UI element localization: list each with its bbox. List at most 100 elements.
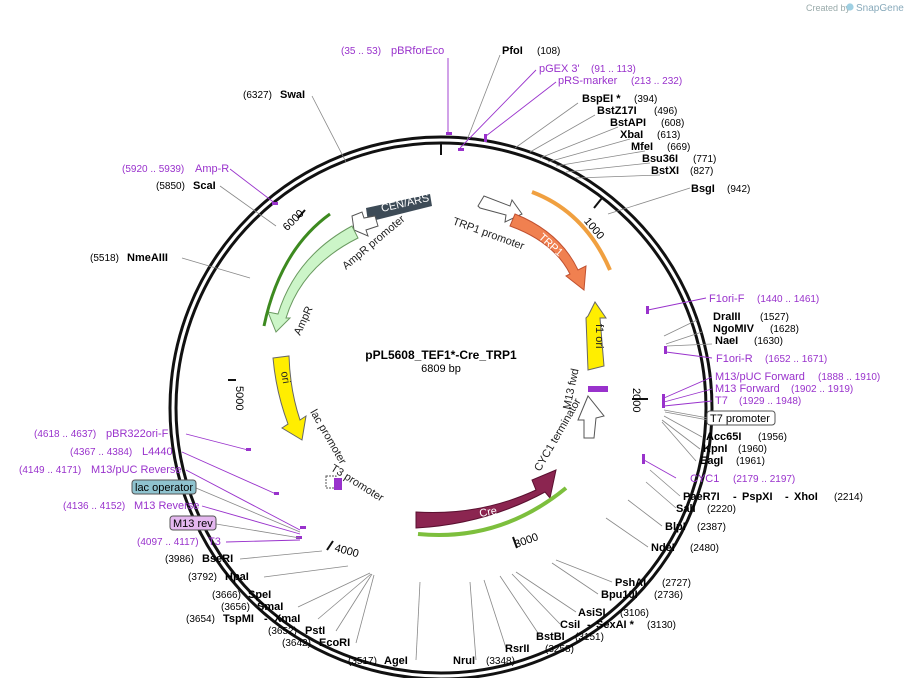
primer-t7: T7 [715,395,728,407]
enzyme-tspmi: TspMI [223,613,254,625]
enzyme-nrui: NruI [453,655,475,667]
enzyme-ecori-pos: (3642) [282,638,311,649]
snapgene-logo-icon [846,3,854,11]
enzyme-rsrii: RsrII [505,643,529,655]
enzyme-bstxi-pos: (827) [690,166,713,177]
cre-label: Cre [478,505,498,520]
primer-l4440-pos: (4367 .. 4384) [70,447,132,458]
enzyme-ecori: EcoRI [319,637,350,649]
enzyme-bspei-pos: (394) [634,94,657,105]
enzyme-xbai: XbaI [620,129,643,141]
enzyme-mfei-pos: (669) [667,142,690,153]
enzyme-spei: SpeI [248,589,271,601]
primer-prs-marker-pos: (213 .. 232) [631,76,682,87]
enzyme-labels-right: PfoI (108) BspEI * (394) BstZ17I (496) B… [453,45,863,667]
plasmid-name: pPL5608_TEF1*-Cre_TRP1 [365,348,517,362]
enzyme-kpni-pos: (1960) [738,444,767,455]
enzyme-bseri: BseRI [202,553,233,565]
enzyme-bstz17i: BstZ17I [597,105,637,117]
enzyme-bstbi: BstBI [536,631,565,643]
enzyme-bsgi: BsgI [691,183,715,195]
enzyme-xmai: XmaI [274,613,300,625]
ori-feature [272,355,307,441]
credit-prefix: Created by [806,3,851,13]
enzyme-bstxi: BstXI [651,165,679,177]
primer-t3-pos: (4097 .. 4117) [137,537,199,548]
plasmid-size: 6809 bp [421,363,461,375]
f1-ori-label: f1 ori [593,324,605,348]
enzyme-paer7i-sep1: - [733,491,737,503]
cen-ars-feature [366,194,432,222]
cre-feature [415,469,557,529]
enzyme-acc65i: Acc65I [706,431,741,443]
primer-f1ori-r-pos: (1652 .. 1671) [765,354,827,365]
primer-f1ori-f-pos: (1440 .. 1461) [757,294,819,305]
trp1-feature [509,213,587,291]
enzyme-bstbi-pos: (3151) [575,632,604,643]
enzyme-smai-pos: (3656) [221,602,250,613]
enzyme-sexai: SexAI * [596,619,635,631]
enzyme-bsgi-pos: (942) [727,184,750,195]
enzyme-sexai-pos: (3130) [647,620,676,631]
enzyme-psti: PstI [305,625,325,637]
enzyme-asisi-pos: (3106) [620,608,649,619]
primer-m13-forward-pos: (1902 .. 1919) [791,384,853,395]
enzyme-xhoi: XhoI [794,491,818,503]
primer-m13-reverse: M13 Reverse [134,500,199,512]
enzyme-pshai: PshAI [615,577,646,589]
enzyme-paer7i: PaeR7I [683,491,720,503]
enzyme-csii: CsiI [560,619,580,631]
primer-labels: (35 .. 53) pBRforEco pGEX 3' (91 .. 113)… [19,45,880,548]
enzyme-nmeaiii-pos: (5518) [90,253,119,264]
primer-leader-lines [181,58,713,543]
primer-t3: T3 [208,536,221,548]
boxed-labels: T7 promoter lac operator M13 rev [131,409,776,539]
f1-ori-feature [585,301,607,371]
enzyme-pfoi: PfoI [502,45,523,57]
enzyme-naei: NaeI [715,335,738,347]
ampr-label: AmpR [292,304,316,337]
primer-m13-forward: M13 Forward [715,383,780,395]
enzyme-draiii-pos: (1527) [760,312,789,323]
enzyme-nmeaiii: NmeAIII [127,252,168,264]
credit-brand: SnapGene [856,3,904,14]
ori-label: ori [278,370,292,384]
enzyme-bpu10i: Bpu10I [601,589,638,601]
backbone-outer-strand [168,135,714,678]
enzyme-swai: SwaI [280,89,305,101]
m13-rev-box [169,515,217,531]
primer-f1ori-r: F1ori-R [716,353,753,365]
enzyme-bspei: BspEI * [582,93,621,105]
enzyme-pfoi-pos: (108) [537,46,560,57]
primer-cyc1: CYC1 [690,473,719,485]
enzyme-naei-pos: (1630) [754,336,783,347]
enzyme-tspmi-pos: (3654) [186,614,215,625]
enzyme-asisi: AsiSI [578,607,606,619]
tick-6000-mark [297,209,306,219]
primer-pbrforeco: pBRforEco [391,45,444,57]
primer-m13-puc-reverse: M13/pUC Reverse [91,464,181,476]
enzyme-nrui-pos: (3348) [486,656,515,667]
m13-rev-feature [334,478,342,490]
ampr-feature [267,225,359,333]
primer-pbr322ori-f: pBR322ori-F [106,428,169,440]
primer-pgex3-pos: (91 .. 113) [591,64,636,75]
trp1-orf-arc [531,190,612,271]
enzyme-ndei-pos: (2480) [690,543,719,554]
enzyme-scai-pos: (5850) [156,181,185,192]
primer-pgex3: pGEX 3' [539,63,580,75]
cyc1-terminator-label: CYC1 terminator [532,396,584,473]
tick-3000-mark [512,536,518,549]
t7-promoter-label: T7 promoter [710,413,770,425]
enzyme-pshai-pos: (2727) [662,578,691,589]
enzyme-csii-sep: - [587,619,591,631]
t7-promoter-box [706,410,776,426]
enzyme-bsu36i-pos: (771) [693,154,716,165]
lac-operator-label: lac operator [135,482,193,494]
enzyme-agei-pos: (3517) [348,656,377,667]
enzyme-scai: ScaI [193,180,216,192]
enzyme-bstapi: BstAPI [610,117,646,129]
enzyme-tspmi-sep: - [264,613,268,625]
primer-m13-puc-forward: M13/pUC Forward [715,371,805,383]
